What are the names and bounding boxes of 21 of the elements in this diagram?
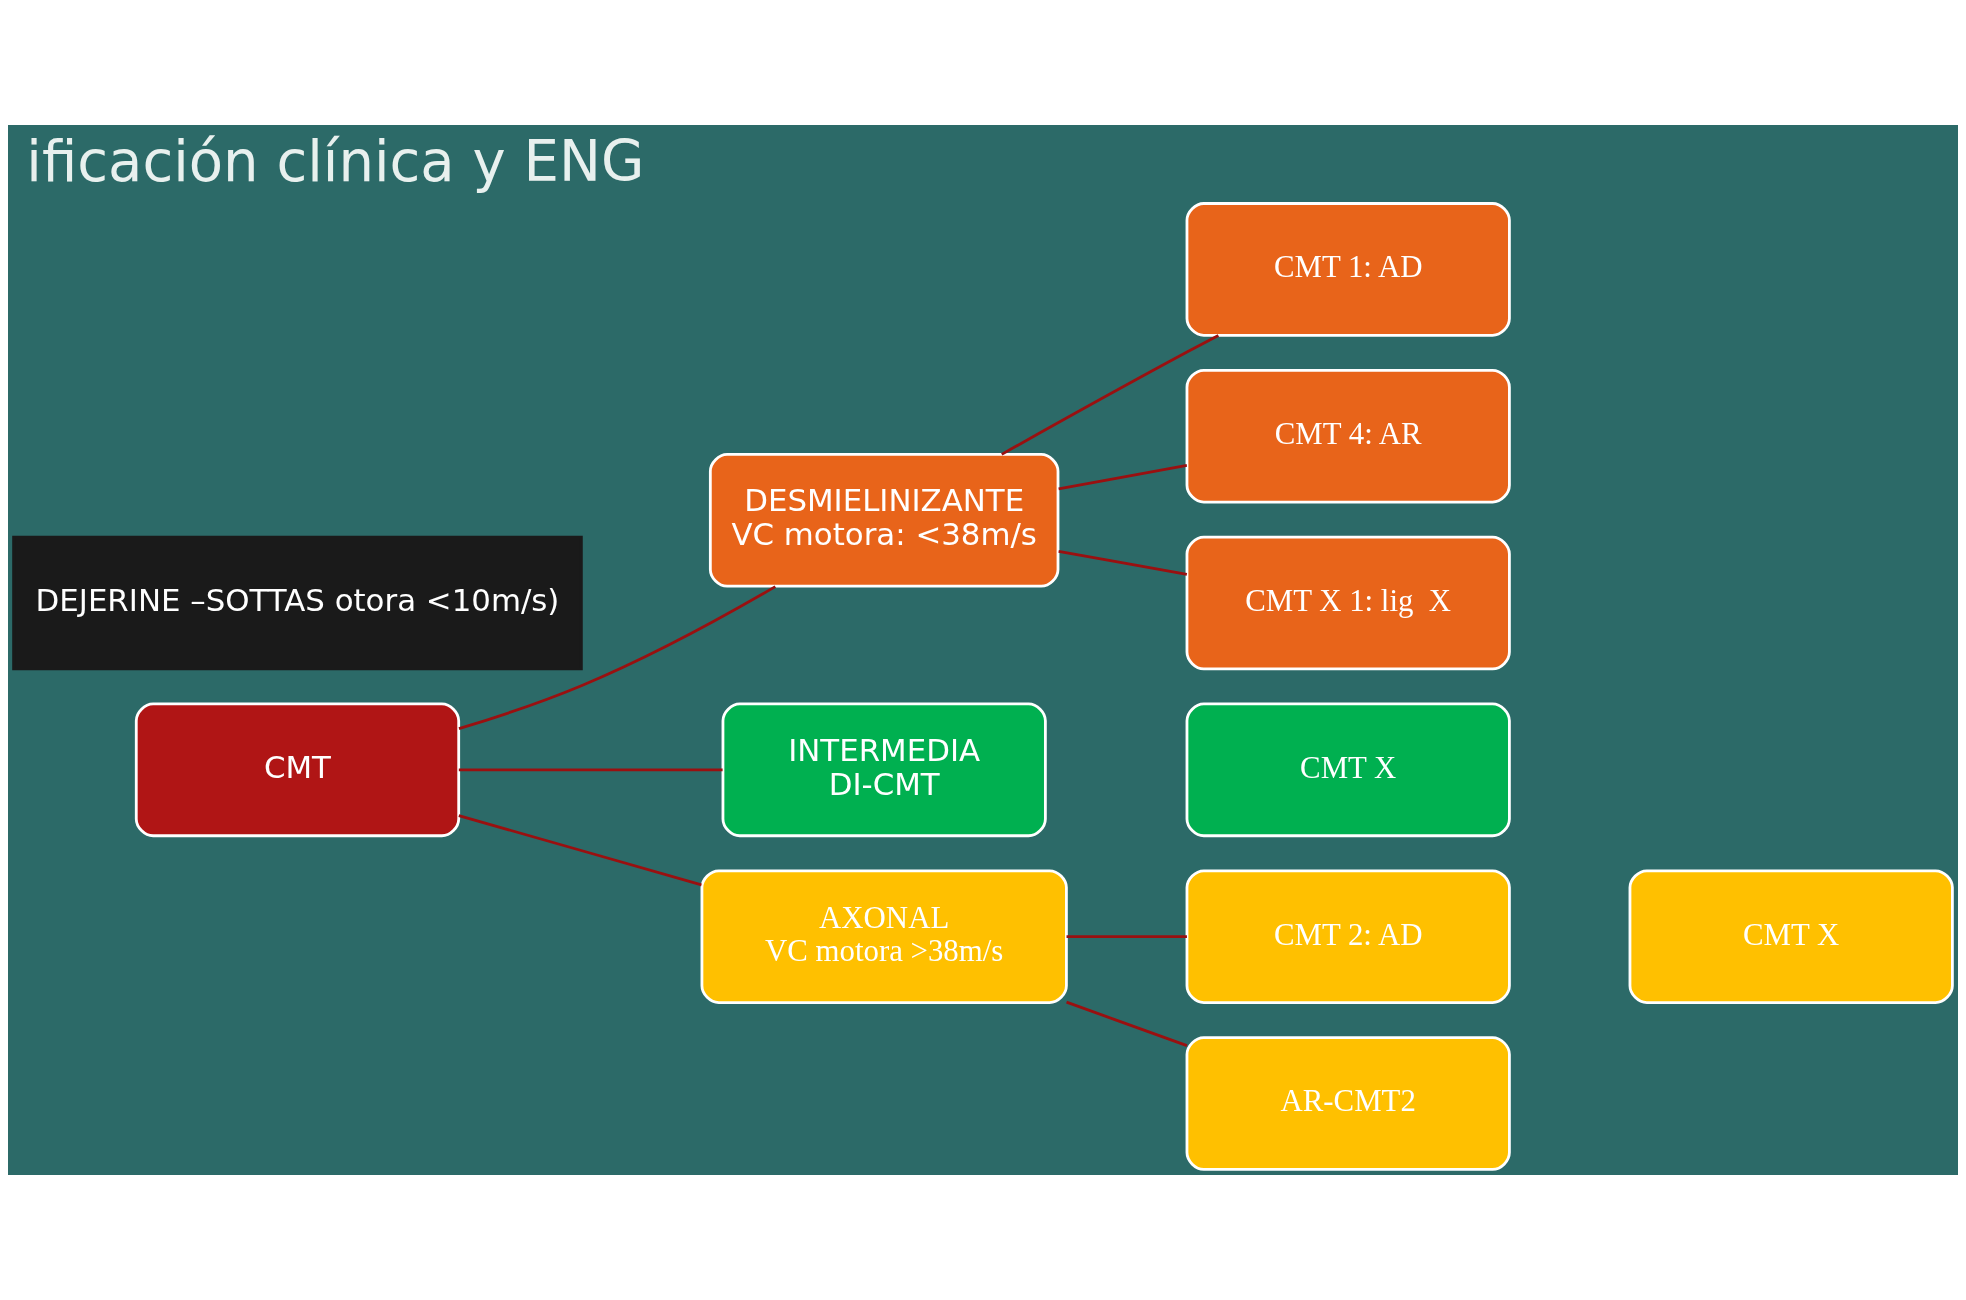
node-box: AR-CMT2	[1185, 1036, 1511, 1171]
node-box: DEJERINE –SOTTAS otora <10m/s)	[12, 535, 583, 671]
node-box: DESMIELINIZANTE VC motora: <38m/s	[708, 453, 1060, 588]
node-box: CMT X 1: lig X	[1185, 535, 1511, 671]
diagram-title: ificación clínica y ENG	[26, 129, 645, 195]
node-box: CMT 4: AR	[1185, 368, 1511, 504]
node-box: INTERMEDIA DI-CMT	[721, 702, 1047, 838]
node-box: CMT X	[1185, 702, 1511, 838]
connector	[1058, 464, 1188, 491]
connector	[458, 814, 702, 887]
connector	[1066, 935, 1187, 939]
connector	[1001, 334, 1220, 456]
node-box: CMT X	[1628, 869, 1954, 1004]
node-box: AXONAL VC motora >38m/s	[700, 869, 1068, 1004]
node-box: CMT 1: AD	[1185, 202, 1511, 337]
connector	[458, 585, 776, 730]
connector	[458, 768, 723, 772]
node-box: CMT 2: AD	[1185, 869, 1511, 1004]
connector	[1066, 1000, 1188, 1047]
connector	[1058, 550, 1188, 576]
node-box: CMT	[134, 702, 461, 838]
